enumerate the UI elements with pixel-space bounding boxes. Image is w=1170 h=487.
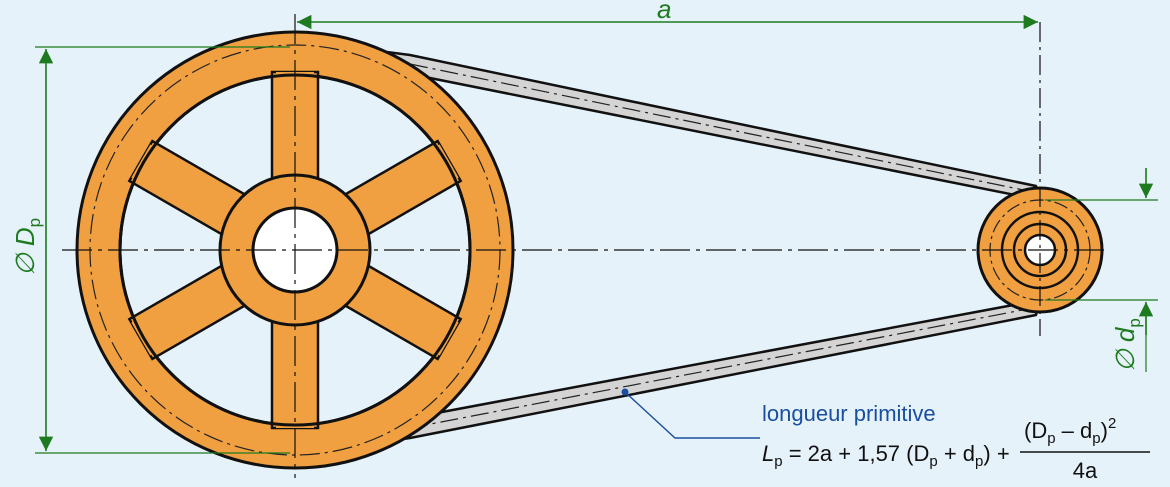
small-diameter-label: ∅ dp (1110, 318, 1144, 372)
belt-upper-pitch-line (409, 63, 1039, 194)
belt-lower-pitch-line (409, 306, 1039, 429)
pitch-length-formula: Lp = 2a + 1,57 (Dp + dp) + (762, 441, 1010, 470)
callout-caption: longueur primitive (762, 401, 936, 426)
formula-denominator: 4a (1073, 458, 1098, 483)
callout-leader (624, 391, 760, 439)
large-diameter-label: ∅ Dp (10, 218, 44, 276)
formula-numerator: (Dp – dp)2 (1024, 415, 1116, 447)
center-distance-label: a (657, 0, 671, 24)
